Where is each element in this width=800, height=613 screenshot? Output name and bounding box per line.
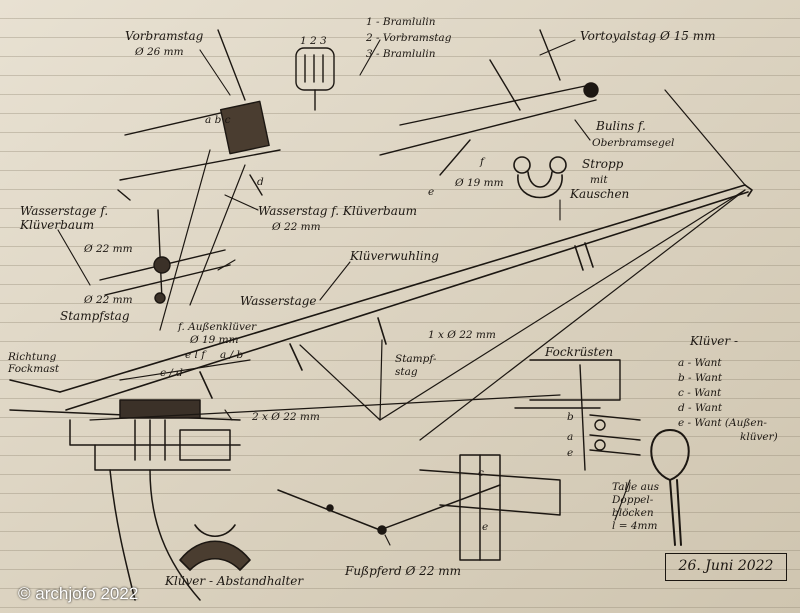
label-dia22-b: Ø 22 mm [83,243,133,255]
talje-loop [650,429,690,546]
legend-3: 3 - Bramlulin [366,48,436,60]
label-talje2: Doppel- [611,494,654,506]
label-dia19-b: Ø 19 mm [189,334,239,346]
label-stropp: Stropp [582,157,624,171]
label-f: f [479,156,486,168]
label-fusspferd: Fußpferd Ø 22 mm [344,564,461,578]
label-stampfstag: Stampfstag [60,309,130,323]
label-abstandhalter: Klüver - Abstandhalter [164,574,304,588]
abstandhalter-icon [179,524,251,571]
copyright-text: © archjofo 2022 [18,584,139,603]
annotation-arrows [57,39,631,546]
label-e3-small: e [482,521,488,533]
label-dia22-c: Ø 22 mm [83,294,133,306]
date-box: 26. Juni 2022 [665,553,787,581]
fusspferd-detail [277,454,561,561]
label-a-small: a [567,431,573,443]
label-richtung: Richtung [7,351,57,363]
label-elf: e l f [185,349,207,361]
fockruesten-detail [514,359,641,471]
vorbramstag-detail [117,29,281,201]
label-vortoyalstag: Vortoyalstag Ø 15 mm [580,29,715,43]
label-c-small: c [478,467,484,479]
label-d: d [257,176,264,188]
legend-2: 2 - Vorbramstag [365,32,452,44]
label-wasserstage-head: Wasserstage f. [20,204,108,218]
label-fockruesten: Fockrüsten [544,345,613,359]
stays [89,89,746,441]
hull-bow [9,379,241,601]
label-e: e [428,186,434,198]
label-vorbramstag-dia: Ø 26 mm [134,46,184,58]
label-b-small: b [567,411,574,423]
label-kluverbaum: Klüverbaum [19,218,94,232]
label-wasserstag-kluever: Wasserstag f. Klüverbaum [258,204,417,218]
label-e-small: e [567,447,573,459]
label-dia22-a: Ø 22 mm [271,221,321,233]
label-want-d: d - Want [678,402,723,414]
label-kluewerwuhling: Klüverwuhling [349,249,439,263]
label-fockmast: Fockmast [7,363,60,375]
top-spar-detail [379,29,599,176]
label-f-aussen: f. Außenklüver [177,321,257,333]
label-dia19: Ø 19 mm [454,177,504,189]
label-want-b: b - Want [678,372,723,384]
label-1x: 1 x Ø 22 mm [428,329,496,341]
label-talje3: blöcken [612,507,654,519]
label-bulins: Bulins f. [595,119,646,133]
block-icon [295,47,335,111]
wasserstage-detail [99,209,231,304]
stropp-icon [513,156,567,199]
label-ab: a / b [220,349,243,361]
label-want-e: e - Want (Außen- [678,417,767,429]
label-kauschen: Kauschen [569,187,629,201]
label-talje1: Talje aus [612,481,660,493]
label-wasserstage-2: Wasserstage [240,294,317,308]
legend-1: 1 - Bramlulin [366,16,436,28]
label-stag: stag [395,366,418,378]
label-vorbramstag: Vorbramstag [125,29,204,43]
labels: Vorbramstag Ø 26 mm 1 - Bramlulin 2 - Vo… [7,16,778,588]
label-oberbramsegel: Oberbramsegel [592,137,674,149]
label-stampf: Stampf- [395,353,437,365]
legend-numbers: 1 2 3 [300,35,327,47]
label-cd: c / d [160,367,183,379]
label-want-e2: klüver) [740,431,778,443]
date-text: 26. Juni 2022 [678,558,774,574]
jib-boom-spar [59,184,753,411]
label-talje4: l = 4mm [612,520,657,532]
label-want-a: a - Want [678,357,722,369]
label-kluever-head: Klüver - [689,334,738,348]
label-want-c: c - Want [678,387,722,399]
label-2x: 2 x Ø 22 mm [251,411,320,423]
label-mit: mit [590,174,608,186]
label-abc: a b c [205,114,231,126]
